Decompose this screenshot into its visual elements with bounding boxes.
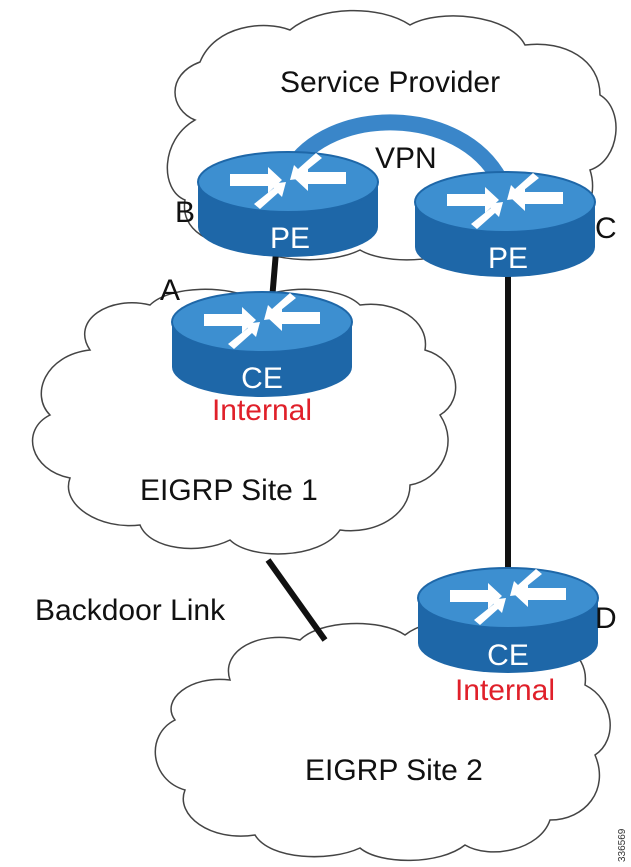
router-b-role: PE: [270, 222, 310, 255]
site1-label: EIGRP Site 1: [140, 474, 318, 507]
figure-id: 336569: [617, 828, 628, 862]
router-a-letter: A: [160, 274, 180, 307]
router-a-role: CE: [241, 362, 283, 395]
router-a-internal-tag: Internal: [212, 394, 312, 427]
router-c-role: PE: [488, 242, 528, 275]
service-provider-label: Service Provider: [280, 66, 500, 99]
site2-label: EIGRP Site 2: [305, 754, 483, 787]
site2-cloud: [154, 619, 611, 862]
router-b-letter: B: [175, 196, 195, 229]
vpn-tunnel: [282, 114, 508, 188]
router-d-letter: D: [595, 602, 617, 635]
backdoor-link-label: Backdoor Link: [35, 594, 226, 627]
backdoor-link-line: [265, 558, 328, 642]
vpn-label: VPN: [375, 142, 437, 175]
router-d-role: CE: [487, 639, 529, 672]
router-c-letter: C: [595, 212, 617, 245]
router-d-internal-tag: Internal: [455, 674, 555, 707]
